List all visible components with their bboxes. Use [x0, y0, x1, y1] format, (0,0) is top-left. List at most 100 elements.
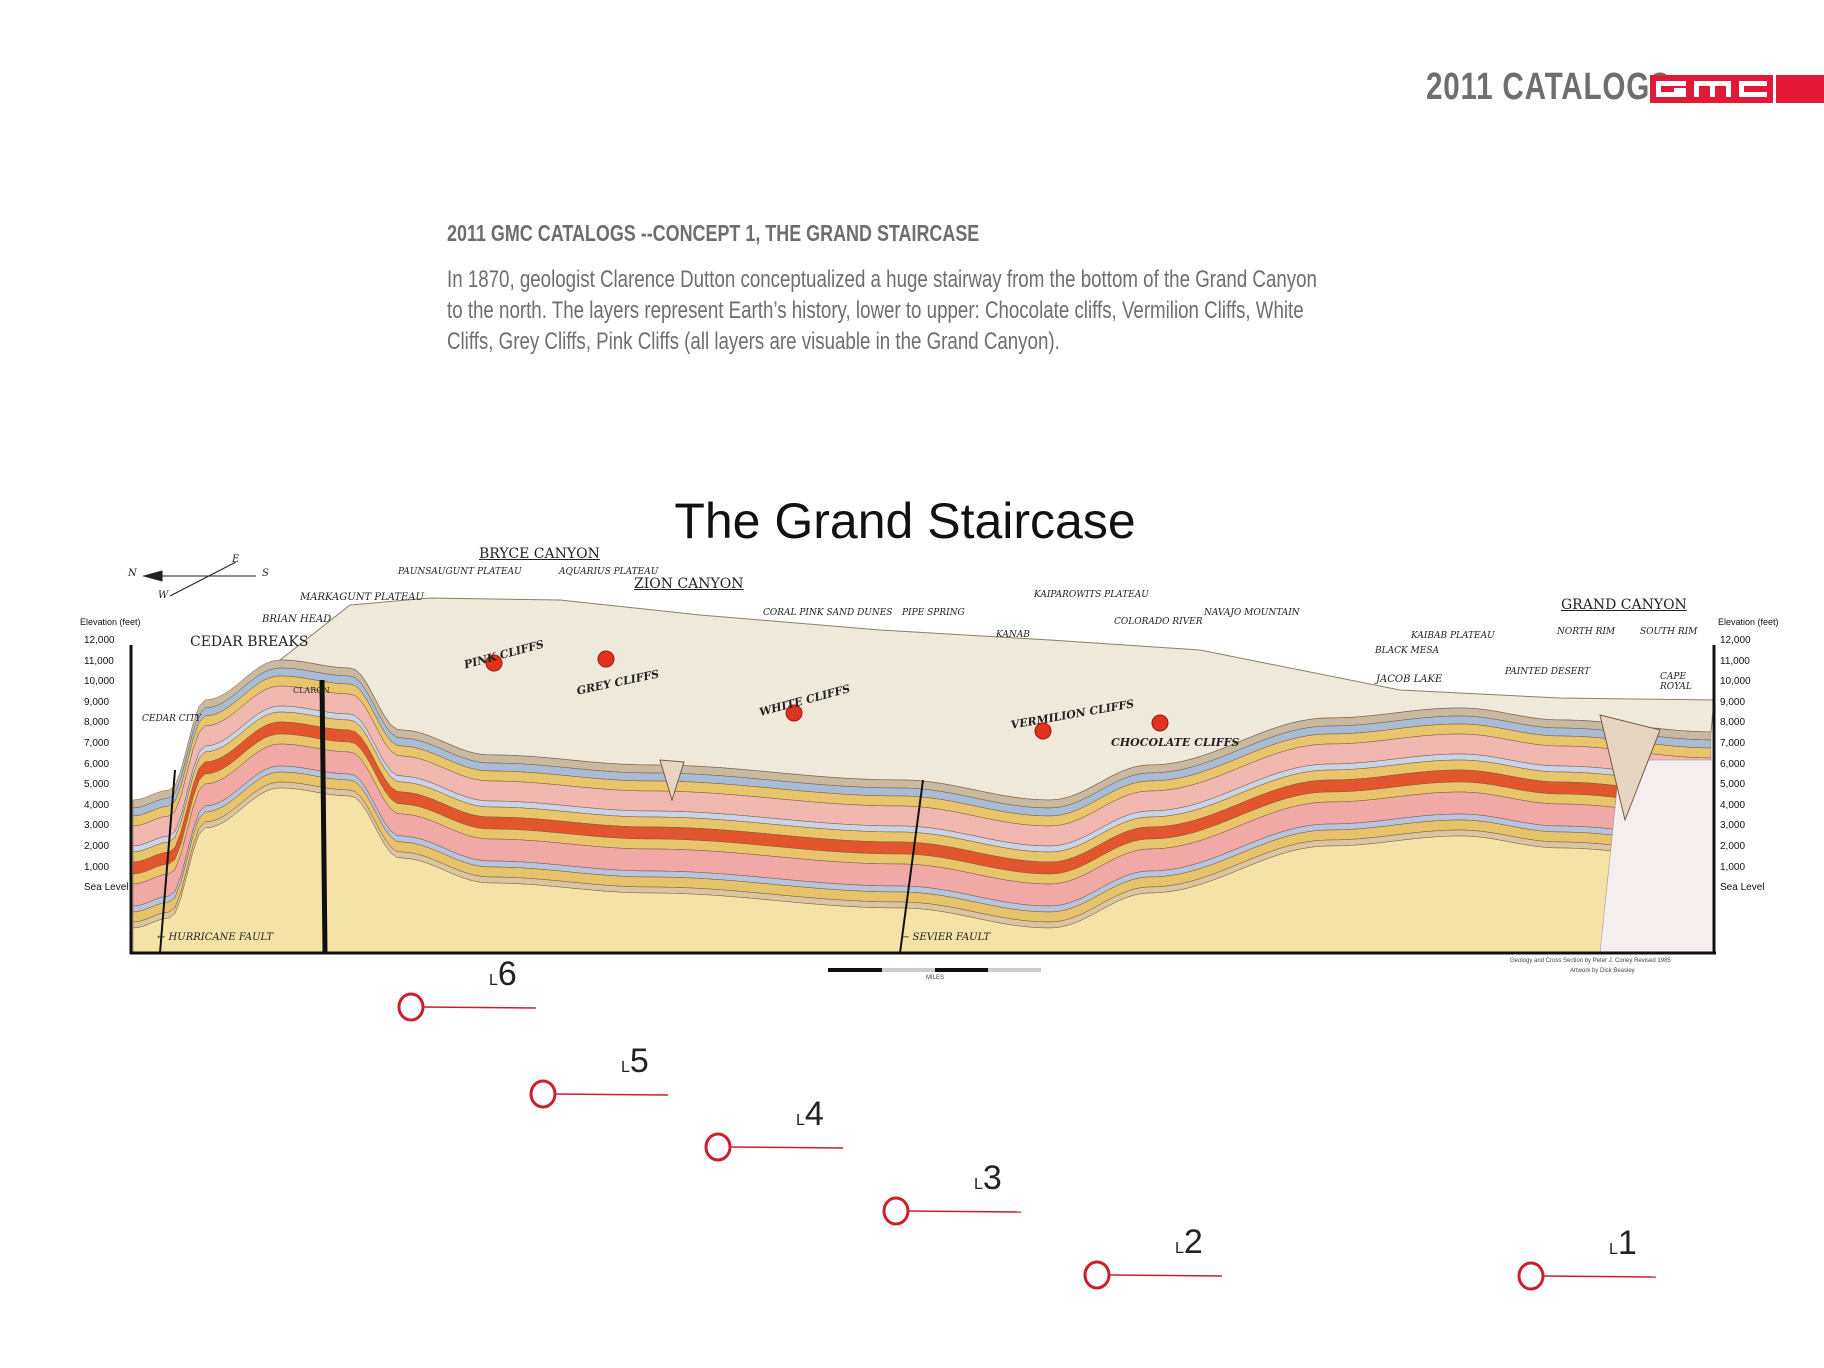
- marker-circle: [1083, 1260, 1111, 1290]
- concept-description: In 1870, geologist Clarence Dutton conce…: [447, 264, 1317, 357]
- marker-prefix: L: [1175, 1240, 1184, 1257]
- description-line: In 1870, geologist Clarence Dutton conce…: [447, 266, 1317, 293]
- concept-heading: 2011 GMC CATALOGS --CONCEPT 1, THE GRAND…: [447, 220, 980, 246]
- label-grand-canyon: GRAND CANYON: [1561, 597, 1687, 613]
- elevation-tick-right: 1,000: [1720, 861, 1746, 873]
- step-marker-4: [704, 1132, 844, 1162]
- cliff-markers: [485, 650, 1169, 740]
- elevation-tick-left: Sea Level: [84, 882, 129, 894]
- elevation-tick-left: 8,000: [84, 717, 110, 729]
- elevation-tick-left: 1,000: [84, 861, 110, 873]
- elevation-tick-left: 10,000: [84, 676, 115, 688]
- cliff-marker-dot: [785, 704, 803, 722]
- volcanic-dike: [319, 679, 328, 954]
- cliff-marker-dot: [1034, 722, 1052, 740]
- elevation-tick-left: 2,000: [84, 841, 110, 852]
- hurricane-fault-line: [159, 769, 176, 954]
- gmc-logo: [1650, 75, 1824, 103]
- label-chocolate-cliffs: CHOCOLATE CLIFFS: [1111, 736, 1240, 749]
- label-kaibab-plateau: KAIBAB PLATEAU: [1411, 631, 1495, 641]
- marker-line: [1108, 1274, 1223, 1277]
- elevation-tick-right: 4,000: [1720, 799, 1746, 811]
- step-marker-5: [529, 1079, 669, 1109]
- elevation-tick-left: 7,000: [84, 738, 110, 749]
- label-bryce-canyon: BRYCE CANYON: [479, 546, 600, 562]
- elevation-tick-right: Sea Level: [1720, 882, 1765, 894]
- step-marker-3: [882, 1196, 1022, 1226]
- basement-rock: [132, 787, 1715, 954]
- grand-canyon-gorge: [1599, 714, 1661, 822]
- label-navajo-mountain: NAVAJO MOUNTAIN: [1204, 608, 1300, 618]
- marker-number: 5: [629, 1042, 649, 1080]
- marker-circle: [529, 1079, 557, 1109]
- description-line: to the north. The layers represent Earth…: [447, 297, 1304, 324]
- elevation-tick-left: 4,000: [84, 799, 110, 811]
- scale-bar: [828, 968, 1041, 972]
- cliff-marker-dot: [597, 650, 615, 668]
- marker-prefix: L: [1609, 1241, 1618, 1258]
- label-south-rim: SOUTH RIM: [1640, 627, 1698, 637]
- label-cedar-city: CEDAR CITY: [142, 714, 202, 724]
- compass-west: W: [158, 590, 169, 601]
- brand-title: 2011 CATALOGS: [1426, 66, 1671, 108]
- elevation-axis-title-right: Elevation (feet): [1718, 617, 1779, 627]
- marker-number: 6: [497, 955, 517, 993]
- marker-prefix: L: [796, 1112, 805, 1129]
- label-markagunt-plateau: MARKAGUNT PLATEAU: [300, 592, 424, 603]
- step-marker-6: [397, 992, 537, 1022]
- marker-prefix: L: [974, 1176, 983, 1193]
- elevation-tick-left: 6,000: [84, 758, 110, 770]
- compass-east: E: [232, 554, 240, 565]
- cliff-marker-dot: [1151, 714, 1169, 732]
- marker-number: 4: [804, 1095, 824, 1133]
- label-brian-head: BRIAN HEAD: [262, 614, 332, 625]
- label-aquarius-plateau: AQUARIUS PLATEAU: [559, 567, 659, 577]
- step-marker-label: L6: [489, 955, 517, 994]
- label-kaiparowits-plateau: KAIPAROWITS PLATEAU: [1034, 590, 1149, 600]
- marker-line: [422, 1006, 537, 1009]
- description-line: Cliffs, Grey Cliffs, Pink Cliffs (all la…: [447, 328, 1060, 355]
- strata-layers: [132, 659, 1715, 954]
- label-hurricane-fault: ← HURRICANE FAULT: [157, 932, 274, 943]
- elevation-tick-right: 10,000: [1720, 676, 1751, 688]
- step-marker-1: [1517, 1261, 1657, 1291]
- step-marker-label: L5: [621, 1042, 649, 1081]
- marker-circle: [397, 992, 425, 1022]
- label-painted-desert: PAINTED DESERT: [1505, 667, 1590, 677]
- marker-line: [907, 1210, 1022, 1213]
- elevation-tick-left: 9,000: [84, 696, 110, 708]
- label-coral-pink-sand-dunes: CORAL PINK SAND DUNES: [763, 608, 893, 618]
- cliff-marker-dot: [485, 654, 503, 672]
- elevation-tick-right: 2,000: [1720, 841, 1746, 852]
- marker-prefix: L: [489, 972, 498, 989]
- label-paunsaugunt-plateau: PAUNSAUGUNT PLATEAU: [398, 567, 522, 577]
- marker-circle: [882, 1196, 910, 1226]
- elevation-tick-left: 12,000: [84, 635, 115, 646]
- step-marker-2: [1083, 1260, 1223, 1290]
- marker-prefix: L: [621, 1059, 630, 1076]
- elevation-axis-title-left: Elevation (feet): [80, 617, 141, 627]
- label-north-rim: NORTH RIM: [1557, 627, 1616, 637]
- compass-north: N: [128, 568, 137, 579]
- marker-line: [554, 1093, 669, 1096]
- elevation-tick-right: 12,000: [1720, 635, 1751, 646]
- compass-icon: [142, 561, 256, 597]
- marker-circle: [704, 1132, 732, 1162]
- elevation-tick-right: 7,000: [1720, 738, 1746, 749]
- credit-artwork: Artwork by Dick Beasley: [1570, 968, 1635, 974]
- elevation-tick-right: 6,000: [1720, 758, 1746, 770]
- marker-line: [729, 1146, 844, 1149]
- step-marker-label: L2: [1175, 1223, 1203, 1262]
- diagram-title: The Grand Staircase: [674, 493, 1136, 549]
- credit-geology: Geology and Cross Section by Peter J. Co…: [1510, 958, 1671, 964]
- label-cape-royal: CAPE ROYAL: [1660, 672, 1692, 692]
- marker-line: [1542, 1275, 1657, 1278]
- marker-number: 2: [1183, 1223, 1203, 1261]
- elevation-tick-right: 11,000: [1720, 655, 1750, 667]
- elevation-tick-right: 8,000: [1720, 717, 1746, 729]
- sevier-fault-line: [899, 779, 924, 954]
- elevation-tick-left: 11,000: [84, 655, 114, 667]
- marker-number: 3: [982, 1159, 1002, 1197]
- label-kanab: KANAB: [996, 630, 1030, 640]
- label-sevier-fault: ← SEVIER FAULT: [901, 932, 991, 943]
